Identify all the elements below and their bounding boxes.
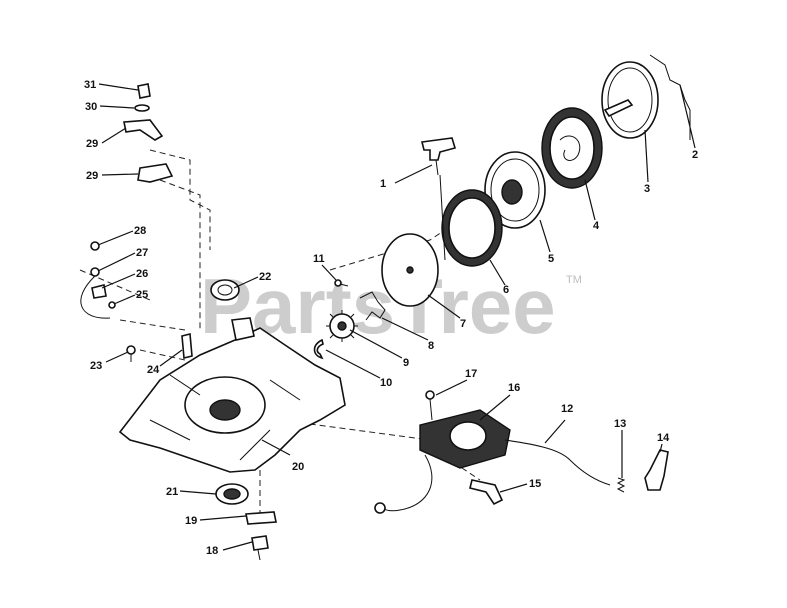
callout-15: 15 (529, 478, 541, 490)
callout-8: 8 (428, 340, 434, 352)
screw-part (126, 345, 136, 362)
watermark-trademark: TM (566, 274, 582, 286)
callout-30: 30 (85, 101, 97, 113)
callout-13: 13 (614, 418, 626, 430)
seal-washer-part (210, 279, 240, 301)
callout-29-upper: 29 (86, 138, 98, 150)
callout-23: 23 (90, 360, 102, 372)
callout-6: 6 (503, 284, 509, 296)
callout-14: 14 (657, 432, 670, 444)
coil-screw-part (425, 390, 435, 421)
retaining-ring-part (313, 338, 324, 360)
callout-20: 20 (292, 461, 304, 473)
callout-9: 9 (403, 357, 409, 369)
callout-28: 28 (134, 225, 146, 237)
pulley-part (484, 151, 546, 229)
callout-24: 24 (147, 364, 160, 376)
small-hardware-group (80, 241, 116, 319)
rope-reel-part (439, 174, 503, 267)
callout-27: 27 (136, 247, 148, 259)
clip-bracket-part (469, 479, 504, 506)
callout-7: 7 (460, 318, 466, 330)
ground-wire (381, 454, 433, 512)
callout-16: 16 (508, 382, 520, 394)
spring-clip-part (359, 291, 386, 321)
callout-26: 26 (136, 268, 148, 280)
callout-12: 12 (561, 403, 573, 415)
callout-29-lower: 29 (86, 170, 98, 182)
bracket-hardware-group (123, 83, 174, 183)
callout-4: 4 (593, 220, 600, 232)
leader-lines (97, 83, 696, 551)
callout-19: 19 (185, 515, 197, 527)
callout-25: 25 (136, 289, 148, 301)
handle-part (421, 137, 457, 176)
ground-terminal (374, 502, 386, 514)
engine-base-part (118, 317, 346, 473)
callout-22: 22 (259, 271, 271, 283)
small-screw-part (334, 279, 349, 287)
cover-disc-part (601, 61, 659, 139)
callout-21: 21 (166, 486, 178, 498)
cup-disc-part (381, 233, 439, 307)
callout-18: 18 (206, 545, 218, 557)
callout-1: 1 (380, 178, 386, 190)
callout-10: 10 (380, 377, 392, 389)
callout-31: 31 (84, 79, 96, 91)
callout-17: 17 (465, 368, 477, 380)
gear-part (326, 310, 358, 342)
callout-3: 3 (644, 183, 650, 195)
lower-hardware-group (215, 483, 277, 561)
post-part (181, 332, 193, 360)
spark-plug-boot-part (644, 449, 669, 491)
callout-2: 2 (692, 149, 698, 161)
high-tension-wire (504, 439, 611, 486)
callout-5: 5 (548, 253, 554, 265)
callout-11: 11 (313, 253, 325, 265)
callout-labels: 1 2 3 4 5 6 7 8 9 10 11 12 13 14 15 16 1… (84, 79, 698, 557)
spring-housing-part (541, 107, 603, 189)
spark-spring-part (616, 477, 626, 493)
ignition-coil-part (419, 409, 511, 469)
